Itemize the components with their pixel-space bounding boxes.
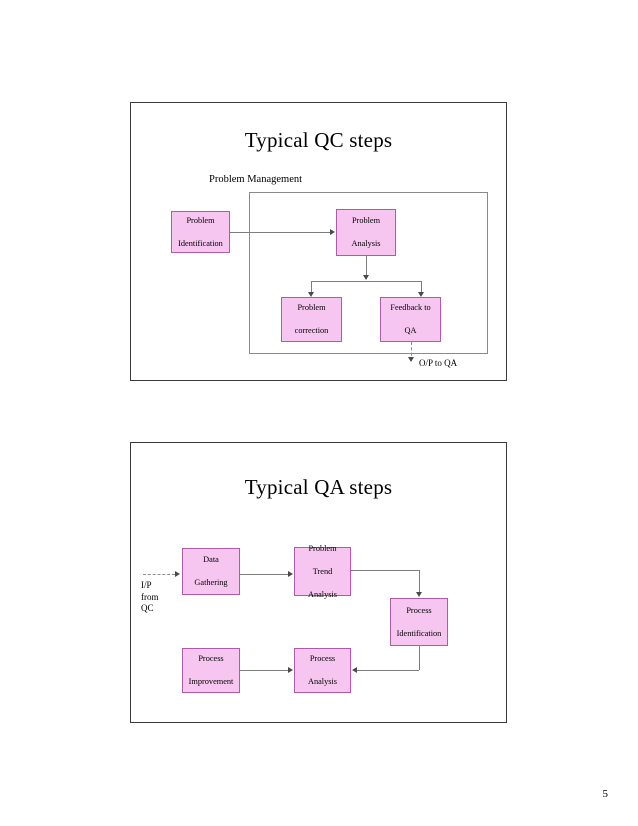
label-output-to-qa: O/P to QA [419,358,458,368]
label-input-from-qc: I/P from QC [141,580,159,613]
arrowhead-down-icon [407,357,414,362]
box-line: Analysis [307,677,338,687]
box-problem-correction[interactable]: Problem correction [281,297,342,342]
connector-analysis-down [366,256,367,279]
arrowhead-right-icon [288,666,293,673]
connector-trend-to-identification-h [351,570,419,571]
connector-trend-to-identification-v [419,570,420,592]
connector-identification-to-analysis [230,232,330,233]
connector-improvement-to-analysis [240,670,288,671]
box-line: Gathering [194,578,228,588]
arrowhead-down-icon [362,275,369,280]
box-process-improvement[interactable]: Process Improvement [182,648,240,693]
box-line: Analysis [307,589,338,599]
arrowhead-right-icon [175,570,180,577]
box-process-identification[interactable]: Process Identification [390,598,448,646]
box-line: Problem [308,543,337,553]
box-problem-analysis[interactable]: Problem Analysis [336,209,396,256]
slide-typical-qa-steps: Typical QA steps Data Gathering Problem … [130,442,507,723]
box-line: correction [294,326,329,336]
box-problem-identification[interactable]: Problem Identification [171,211,230,253]
box-problem-trend-analysis[interactable]: Problem Trend Analysis [294,544,351,599]
page-number: 5 [602,788,609,800]
connector-identification-to-analysis-v [419,646,420,670]
connector-input-dashed [143,574,175,575]
connector-split-right [421,281,422,295]
box-line: Identification [396,628,442,638]
box-feedback-to-qa[interactable]: Feedback to QA [380,297,441,342]
arrowhead-right-icon [330,228,335,235]
box-line: Problem [186,215,215,225]
arrowhead-down-icon [417,292,424,297]
box-line: Process [198,654,224,664]
arrowhead-right-icon [288,570,293,577]
box-line: Data [203,555,219,565]
connector-split-left [311,281,312,295]
box-line: Analysis [351,239,381,249]
arrowhead-down-icon [415,592,422,597]
box-line: Process [406,605,432,615]
connector-output-dashed [411,342,412,361]
group-rect-problem-management [249,192,488,354]
slide-typical-qc-steps: Typical QC steps Problem Management Prob… [130,102,507,381]
box-line: Problem [297,303,326,313]
arrowhead-down-icon [307,292,314,297]
box-line: Improvement [188,677,234,687]
arrowhead-left-icon [352,666,357,673]
box-line: Feedback to [390,303,431,313]
box-line: Problem [351,216,381,226]
box-process-analysis[interactable]: Process Analysis [294,648,351,693]
box-line: Process [309,654,336,664]
connector-identification-to-analysis-h [357,670,419,671]
page-title-qa: Typical QA steps [244,475,393,499]
box-data-gathering[interactable]: Data Gathering [182,548,240,595]
box-line: Trend [312,566,333,576]
group-label-problem-management: Problem Management [209,174,303,185]
connector-gathering-to-trend [240,574,288,575]
connector-split-bar [311,281,421,282]
box-line: QA [404,326,417,336]
page-title-qc: Typical QC steps [244,128,393,152]
box-line: Identification [178,238,223,248]
